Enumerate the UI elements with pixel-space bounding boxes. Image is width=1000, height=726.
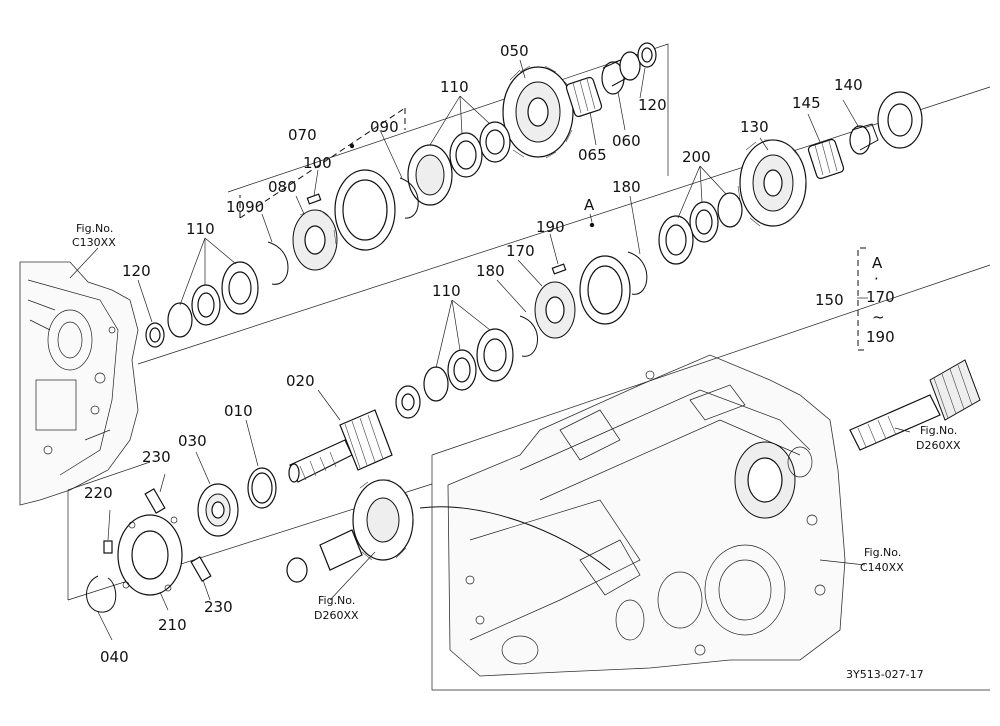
middle-shaft-parts <box>86 91 981 613</box>
ref-d260-right-line2: D260XX <box>916 439 961 452</box>
label-080: 080 <box>268 178 297 196</box>
label-200: 200 <box>682 148 711 166</box>
leader-lines <box>69 59 911 641</box>
left-housing <box>19 261 139 506</box>
label-110-middle: 110 <box>432 282 461 300</box>
callout-to: 190 <box>866 328 895 346</box>
label-090: 090 <box>370 118 399 136</box>
label-220: 220 <box>84 484 113 502</box>
callout-dot: · <box>874 270 879 288</box>
label-120-upper: 120 <box>638 96 667 114</box>
ref-c140-line2: C140XX <box>860 561 904 574</box>
right-housing <box>447 354 846 677</box>
label-170: 170 <box>506 242 535 260</box>
upper-shaft-parts <box>145 42 657 348</box>
ref-c130-line1: Fig.No. <box>76 222 113 235</box>
label-140: 140 <box>834 76 863 94</box>
upper-line-frame <box>227 43 669 193</box>
label-065: 065 <box>578 146 607 164</box>
label-a-sleeve: A <box>584 196 595 214</box>
ref-d260-left-line2: D260XX <box>314 609 359 622</box>
label-130: 130 <box>740 118 769 136</box>
label-100: 100 <box>303 154 332 172</box>
figure-references: Fig.No. C130XX Fig.No. D260XX Fig.No. D2… <box>72 222 961 622</box>
label-110-left: 110 <box>186 220 215 238</box>
label-120-left: 120 <box>122 262 151 280</box>
label-180-upper: 180 <box>612 178 641 196</box>
label-010: 010 <box>224 402 253 420</box>
label-070: 070 <box>288 126 317 144</box>
label-060: 060 <box>612 132 641 150</box>
middle-line-frame <box>137 86 991 365</box>
label-150: 150 <box>815 291 844 309</box>
ref-d260-right-line1: Fig.No. <box>920 424 957 437</box>
ref-c130-line2: C130XX <box>72 236 116 249</box>
label-040: 040 <box>100 648 129 666</box>
callout-bracket <box>857 247 866 351</box>
label-180-lower: 180 <box>476 262 505 280</box>
label-145: 145 <box>792 94 821 112</box>
label-1090: 1090 <box>226 198 264 216</box>
label-110-upper: 110 <box>440 78 469 96</box>
label-020: 020 <box>286 372 315 390</box>
label-230-upper: 230 <box>142 448 171 466</box>
callout-tilde: ~ <box>872 308 885 326</box>
label-050: 050 <box>500 42 529 60</box>
callout-150: A · 170 ~ 190 <box>866 254 895 346</box>
ref-d260-left-line1: Fig.No. <box>318 594 355 607</box>
label-190: 190 <box>536 218 565 236</box>
label-230-lower: 230 <box>204 598 233 616</box>
ref-c140-line1: Fig.No. <box>864 546 901 559</box>
part-labels: 050 120 060 065 110 070 090 100 080 1090… <box>84 42 863 666</box>
callout-from: 170 <box>866 288 895 306</box>
upper-shaft-frame <box>239 107 406 219</box>
right-case-frame <box>431 264 991 691</box>
callout-a: A <box>872 254 883 272</box>
label-210: 210 <box>158 616 187 634</box>
drawing-code: 3Y513-027-17 <box>846 668 924 681</box>
label-030: 030 <box>178 432 207 450</box>
